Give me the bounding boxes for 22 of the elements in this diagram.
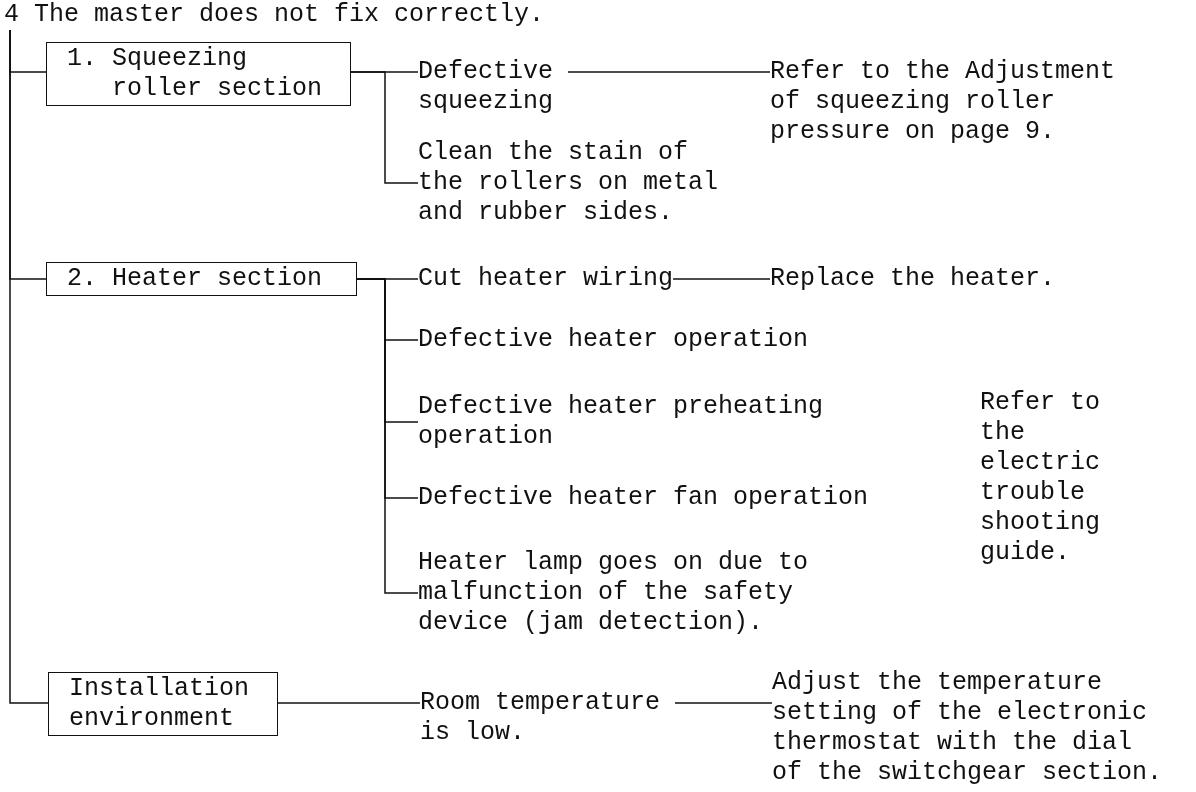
note-text: Adjust the temperature setting of the electronic thermostat with the dial of the switchgear section. (772, 668, 1170, 788)
heading-text: 4 The master does not fix correctly. (4, 0, 545, 30)
note-text: Defective heater fan operation (418, 483, 869, 513)
connector-line (9, 29, 49, 704)
note-text: Defective squeezing (418, 57, 568, 117)
note-text: Refer to the Adjustment of squeezing roller pressure on page 9. (770, 57, 1140, 147)
note-text: Cut heater wiring (418, 264, 674, 294)
note-text: Clean the stain of the rollers on metal and rubber sides. (418, 138, 733, 228)
note-text: Replace the heater. (770, 264, 1056, 294)
connector-line (277, 702, 421, 704)
note-text: Heater lamp goes on due to malfunction of the safety device (jam detection). (418, 548, 818, 638)
note-text: Defective heater operation (418, 325, 809, 355)
section-box: Installation environment (48, 672, 278, 736)
section-box: 1. Squeezing roller section (46, 42, 351, 106)
connector-line (672, 278, 771, 280)
note-text: Room temperature is low. (420, 688, 675, 748)
connector-line (350, 71, 419, 184)
connector-line (674, 702, 773, 704)
note-text: Refer to the electric trouble shooting guide. (980, 388, 1102, 568)
connector-line (567, 71, 771, 73)
note-text: Defective heater preheating operation (418, 392, 848, 452)
section-box: 2. Heater section (46, 262, 357, 296)
